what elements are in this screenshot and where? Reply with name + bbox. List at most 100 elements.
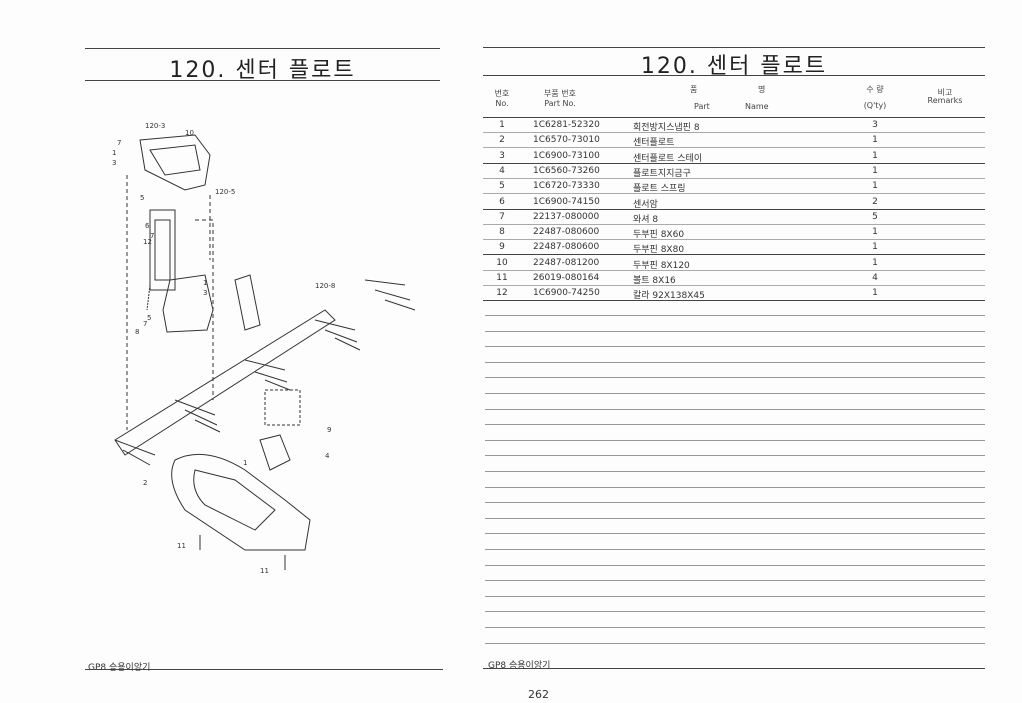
part-index: 12 (496, 288, 508, 299)
blank-row-line (485, 502, 985, 504)
part-number: 1C6900-74250 (533, 288, 600, 299)
part-name: 센터플로트 (633, 138, 675, 149)
float-crossbar (114, 309, 336, 456)
blank-row-line (485, 486, 985, 488)
svg-text:11: 11 (260, 567, 269, 575)
blank-row-line (485, 361, 985, 363)
blank-row-line (485, 315, 985, 316)
header-name-ko-2: 명 (758, 85, 766, 94)
part-index: 5 (499, 181, 505, 192)
table-row: 10 22487-081200 두부핀 8X120 1 (483, 255, 985, 271)
left-title-top-rule (85, 48, 440, 49)
svg-text:3: 3 (112, 159, 116, 167)
blank-row-line (485, 533, 985, 535)
quantity: 1 (872, 257, 878, 268)
part-index: 9 (499, 242, 505, 253)
blank-row-line (485, 611, 985, 613)
exploded-parts-diagram: 120-3 10 7 1 3 120-5 5 6 7 12 1 3 120-8 … (112, 122, 416, 575)
part-name: 칼라 92X138X45 (633, 291, 705, 302)
svg-text:9: 9 (327, 426, 331, 434)
svg-text:7: 7 (150, 232, 154, 240)
quantity: 2 (872, 196, 878, 207)
svg-text:5: 5 (140, 194, 144, 202)
part-number: 22487-080600 (533, 242, 600, 253)
part-index: 1 (499, 120, 505, 130)
part-index: 7 (499, 211, 505, 222)
part-index: 10 (496, 257, 508, 268)
header-qty-ko: 수 량 (866, 85, 884, 94)
left-footer: GP8 승용이앙기 (88, 663, 151, 673)
part-index: 4 (499, 165, 505, 176)
svg-text:8: 8 (135, 328, 139, 336)
part-number: 26019-080164 (533, 273, 600, 283)
page-number: 262 (528, 688, 549, 701)
part-name: 두부핀 8X80 (633, 245, 685, 256)
header-remarks-en: Remarks (927, 96, 963, 105)
header-name-en-1: Part (694, 102, 710, 111)
right-footer-rule (483, 668, 985, 669)
svg-text:1: 1 (243, 459, 247, 467)
blank-row-line (485, 393, 985, 394)
svg-text:120-5: 120-5 (215, 188, 235, 196)
left-page-title: 120. 센터 플로트 (169, 58, 356, 83)
header-part-no-en: Part No. (544, 99, 576, 108)
part-index: 11 (496, 273, 508, 283)
right-footer: GP8 승용이앙기 (488, 661, 551, 671)
quantity: 1 (872, 165, 878, 176)
blank-row-line (485, 330, 985, 332)
header-no-ko: 번호 (494, 89, 510, 98)
quantity: 5 (872, 211, 878, 222)
table-row: 6 1C6900-74150 센서암 2 (483, 194, 985, 210)
left-title-bottom-rule (85, 80, 440, 81)
blank-row-line (485, 424, 985, 426)
part-name: 플로트 스프링 (633, 184, 686, 195)
svg-text:3: 3 (203, 289, 207, 297)
header-no-en: No. (495, 99, 509, 108)
part-number: 22137-080000 (533, 211, 600, 222)
quantity: 1 (872, 135, 878, 146)
blank-row-line (485, 549, 985, 550)
part-index: 8 (499, 227, 505, 238)
blank-row-line (485, 346, 985, 348)
float-stay-part (139, 134, 211, 191)
svg-text:11: 11 (177, 542, 186, 550)
part-index: 2 (499, 135, 505, 146)
svg-text:7: 7 (117, 139, 121, 147)
svg-text:7: 7 (143, 320, 147, 328)
part-number: 1C6900-74150 (533, 196, 600, 207)
part-name: 회전방지스냅핀 8 (633, 123, 700, 133)
part-index: 6 (499, 196, 505, 207)
part-number: 22487-081200 (533, 257, 600, 268)
right-page-title: 120. 센터 플로트 (640, 54, 828, 79)
quantity: 3 (872, 120, 878, 130)
svg-text:12: 12 (143, 238, 152, 246)
left-footer-rule (85, 669, 443, 670)
part-number: 1C6900-73100 (533, 150, 600, 161)
svg-text:4: 4 (325, 452, 330, 460)
part-name: 센서암 (633, 199, 658, 210)
svg-text:1: 1 (112, 149, 116, 157)
blank-row-line (485, 377, 985, 379)
header-name-en-2: Name (745, 102, 769, 111)
svg-text:5: 5 (147, 314, 151, 322)
table-row: 4 1C6560-73260 플로트지지금구 1 (483, 163, 985, 179)
part-name: 플로트지지금구 (633, 168, 691, 179)
header-qty-en: (Q'ty) (863, 101, 887, 110)
part-number: 1C6560-73260 (533, 165, 600, 176)
svg-text:10: 10 (185, 129, 194, 137)
float-support-bracket (162, 274, 214, 333)
header-name-ko-1: 품 (690, 85, 698, 94)
svg-text:2: 2 (143, 479, 147, 487)
part-name: 와셔 8 (633, 214, 659, 225)
header-part-no-ko: 부품 번호 (544, 89, 576, 98)
table-row: 9 22487-080600 두부핀 8X80 1 (483, 239, 985, 256)
blank-row-line (485, 564, 985, 566)
quantity: 1 (872, 242, 878, 253)
quantity: 1 (872, 150, 878, 161)
part-name: 두부핀 8X120 (633, 260, 690, 271)
